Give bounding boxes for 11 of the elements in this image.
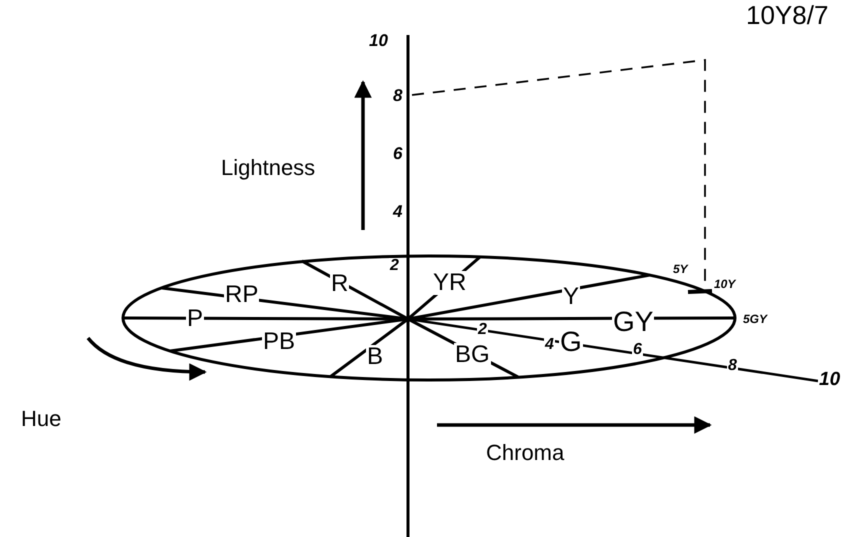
- hue-label: BG: [454, 343, 491, 367]
- axis-label: Lightness: [220, 157, 316, 179]
- scale-number: 6: [392, 145, 404, 162]
- hue-label: 5Y: [672, 263, 689, 275]
- scale-number: 6: [632, 342, 643, 358]
- hue-label: 10Y: [713, 278, 736, 290]
- hue-label: YR: [432, 271, 468, 295]
- scale-number: 8: [392, 87, 404, 104]
- hue-label: 5GY: [742, 313, 768, 325]
- scale-number: 10: [368, 32, 389, 49]
- scale-number: 4: [392, 203, 404, 220]
